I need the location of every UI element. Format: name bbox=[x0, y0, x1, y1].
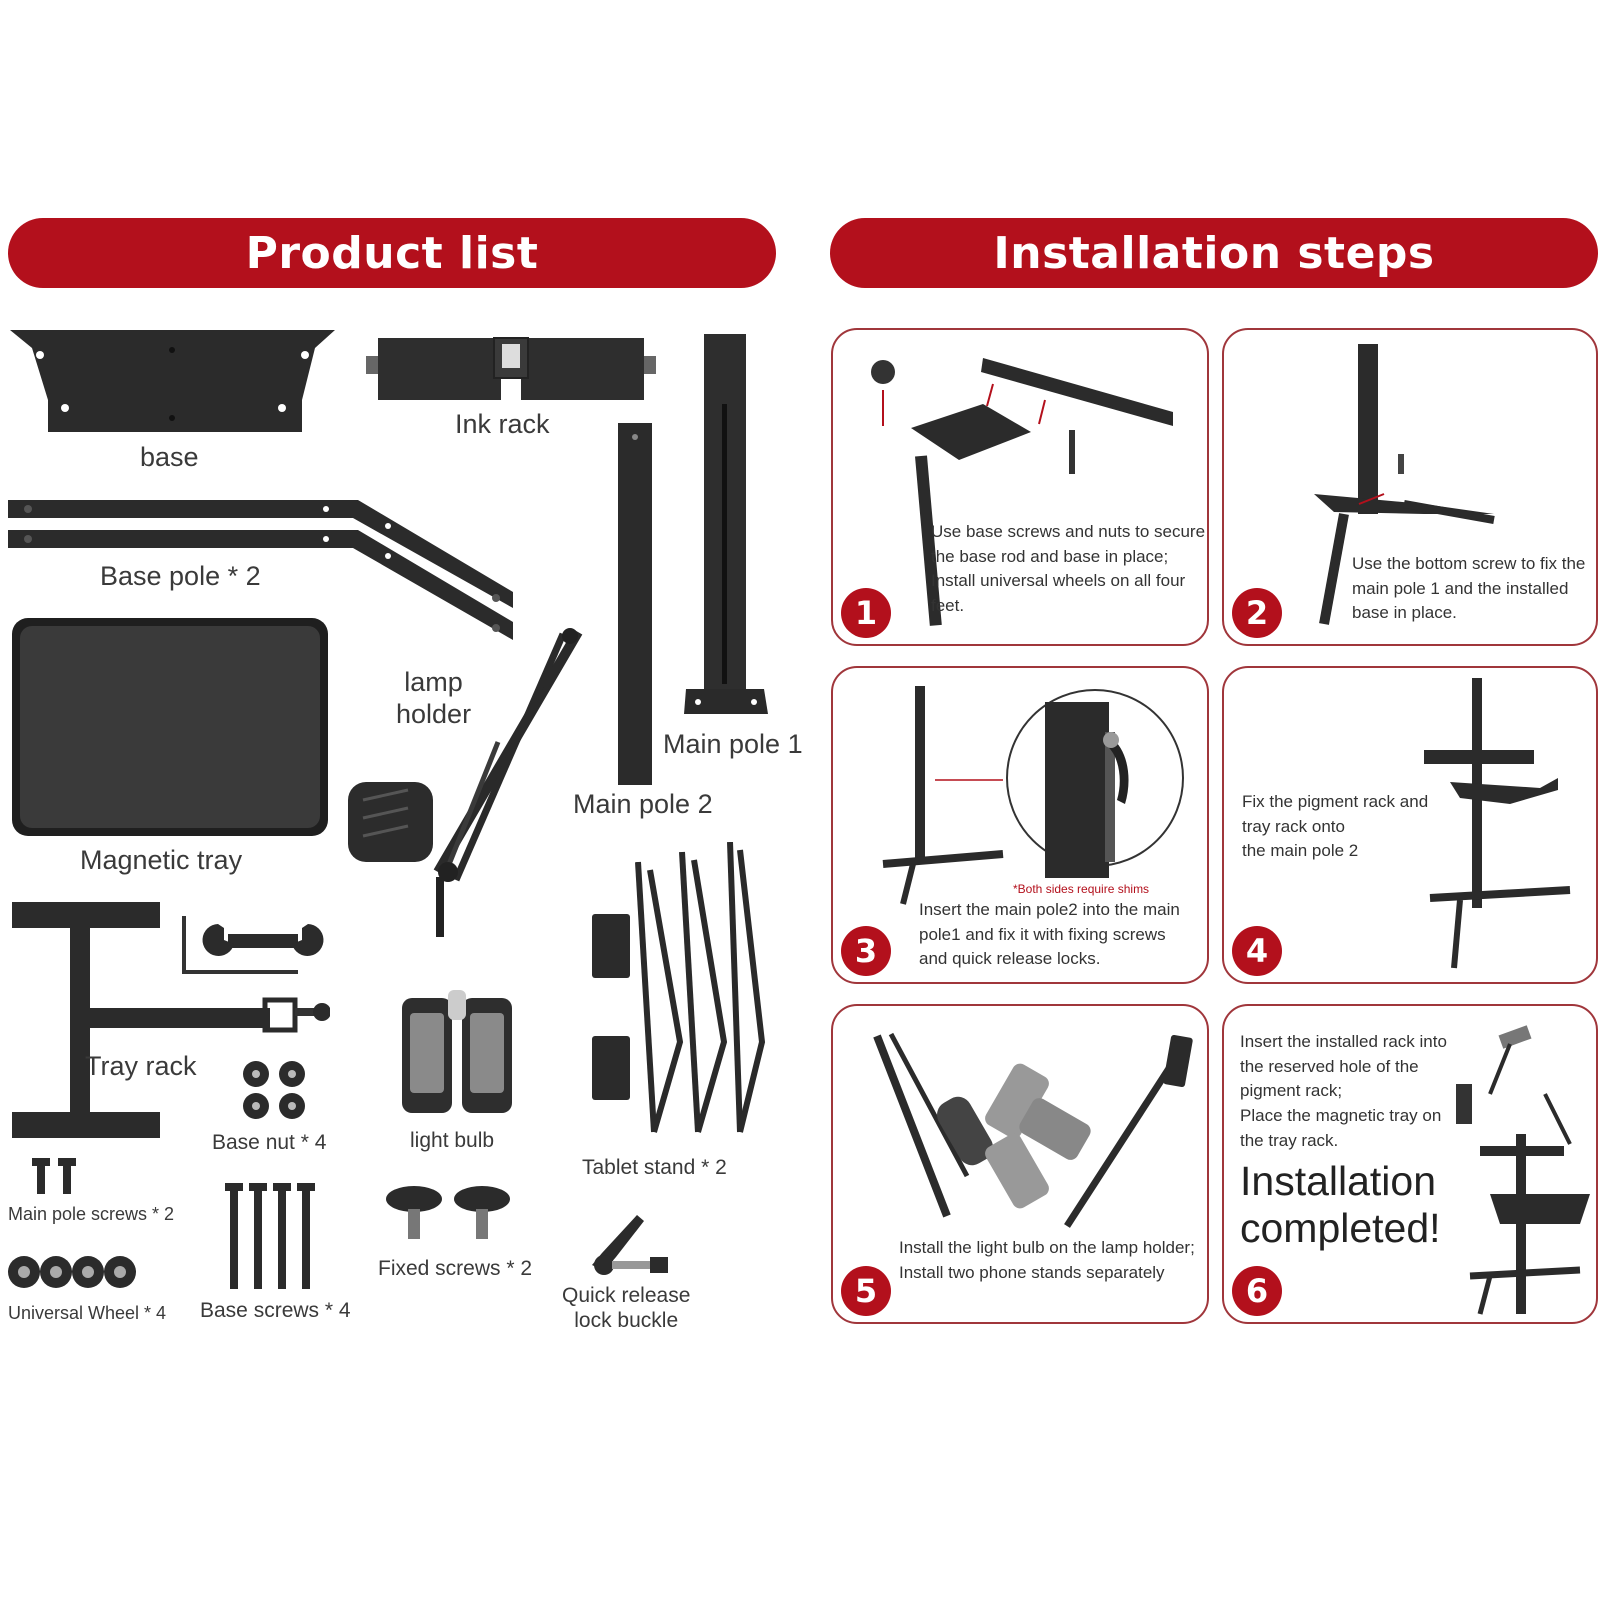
product-list-banner: Product list bbox=[8, 218, 776, 288]
ink-rack-label: Ink rack bbox=[455, 409, 550, 439]
step-5-number: 5 bbox=[841, 1266, 891, 1316]
fixed-screws-image bbox=[386, 1186, 510, 1239]
light-bulb-label: light bulb bbox=[410, 1129, 495, 1152]
tablet-stand-label: Tablet stand * 2 bbox=[582, 1156, 727, 1179]
base-screws-label: Base screws * 4 bbox=[200, 1299, 351, 1322]
step-4-illustration bbox=[1424, 678, 1571, 969]
base-pole-label: Base pole * 2 bbox=[100, 561, 261, 591]
step-2-number: 2 bbox=[1232, 588, 1282, 638]
magnetic-tray-label: Magnetic tray bbox=[80, 845, 243, 875]
step-3-card: *Both sides require shims Insert the mai… bbox=[831, 666, 1209, 984]
base-image bbox=[10, 330, 335, 432]
installation-completed-text: Installation completed! bbox=[1240, 1158, 1441, 1252]
step-6-number: 6 bbox=[1232, 1266, 1282, 1316]
step-5-text: Install the light bulb on the lamp holde… bbox=[899, 1238, 1195, 1282]
wrench-icon bbox=[182, 916, 324, 974]
step-3-number-text: 3 bbox=[855, 932, 877, 970]
step-2-text: Use the bottom screw to fix the main pol… bbox=[1352, 554, 1586, 623]
main-pole-screws-label: Main pole screws * 2 bbox=[8, 1204, 175, 1224]
step-6-text: Insert the installed rack into the reser… bbox=[1240, 1032, 1447, 1150]
step-2-illustration bbox=[1314, 344, 1495, 625]
step-1-text: Use base screws and nuts to secure the b… bbox=[931, 522, 1206, 615]
step-5-number-text: 5 bbox=[855, 1272, 877, 1310]
main-pole-1-image bbox=[684, 334, 768, 714]
main-pole-2-label: Main pole 2 bbox=[573, 789, 713, 819]
fixed-screws-label: Fixed screws * 2 bbox=[378, 1257, 533, 1280]
step-1-number-text: 1 bbox=[855, 594, 877, 632]
step-6-card: Insert the installed rack into the reser… bbox=[1222, 1004, 1598, 1324]
quick-release-image bbox=[592, 1215, 668, 1275]
base-pole-image bbox=[8, 500, 513, 640]
step-3-illustration bbox=[882, 686, 1184, 905]
step-6-illustration bbox=[1456, 1025, 1590, 1315]
step-4-number: 4 bbox=[1232, 926, 1282, 976]
tablet-stand-image bbox=[592, 842, 766, 1133]
ink-rack-image bbox=[366, 337, 656, 400]
lamp-holder-image bbox=[348, 628, 583, 937]
step-3-number: 3 bbox=[841, 926, 891, 976]
step-3-note: *Both sides require shims bbox=[1013, 882, 1150, 896]
step-4-number-text: 4 bbox=[1246, 932, 1268, 970]
step-6-number-text: 6 bbox=[1246, 1272, 1268, 1310]
installation-steps-title: Installation steps bbox=[993, 227, 1435, 279]
base-label: base bbox=[140, 442, 199, 472]
lamp-holder-label: lamp holder bbox=[396, 667, 472, 730]
step-3-text: Insert the main pole2 into the main pole… bbox=[919, 900, 1180, 969]
step-2-card: Use the bottom screw to fix the main pol… bbox=[1222, 328, 1598, 646]
magnetic-tray-image bbox=[12, 618, 328, 836]
step-1-card: Use base screws and nuts to secure the b… bbox=[831, 328, 1209, 646]
step-5-illustration bbox=[873, 1032, 1193, 1228]
tray-rack-label: Tray rack bbox=[85, 1051, 197, 1081]
main-pole-2-image bbox=[618, 423, 652, 785]
product-list-title: Product list bbox=[245, 227, 539, 279]
base-screws-image bbox=[225, 1183, 315, 1289]
base-nut-image bbox=[243, 1061, 305, 1119]
quick-release-label: Quick release lock buckle bbox=[562, 1284, 691, 1333]
step-1-illustration bbox=[871, 358, 1173, 626]
tray-rack-image bbox=[12, 902, 330, 1138]
step-5-card: Install the light bulb on the lamp holde… bbox=[831, 1004, 1209, 1324]
step-2-number-text: 2 bbox=[1246, 594, 1268, 632]
main-pole-1-label: Main pole 1 bbox=[663, 729, 803, 759]
step-4-card: Fix the pigment rack and tray rack onto … bbox=[1222, 666, 1598, 984]
base-nut-label: Base nut * 4 bbox=[212, 1131, 327, 1154]
light-bulb-image bbox=[402, 990, 512, 1113]
main-pole-screws-image bbox=[32, 1158, 76, 1194]
universal-wheel-label: Universal Wheel * 4 bbox=[8, 1303, 167, 1323]
installation-steps-banner: Installation steps bbox=[830, 218, 1598, 288]
step-1-number: 1 bbox=[841, 588, 891, 638]
step-4-text: Fix the pigment rack and tray rack onto … bbox=[1242, 792, 1429, 861]
universal-wheel-image bbox=[8, 1256, 136, 1288]
